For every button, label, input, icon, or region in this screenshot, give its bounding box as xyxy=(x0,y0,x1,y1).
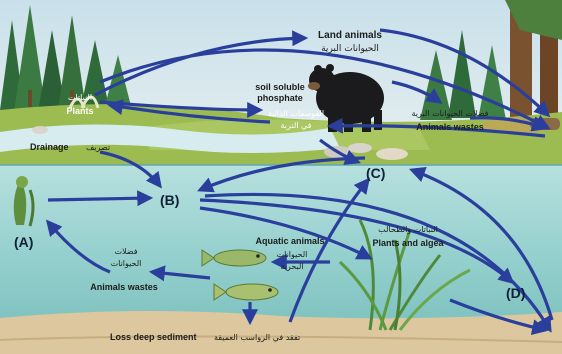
label-land-animals: Land animals xyxy=(318,30,382,41)
label-loss-sediment-ar: تفقد في الرواسب العميقة xyxy=(214,333,300,342)
label-aquatic-animals-ar-2: البحرية xyxy=(280,262,303,271)
label-aquatic-wastes-ar-1: فضلات xyxy=(114,247,137,256)
label-loss-sediment: Loss deep sediment xyxy=(110,332,197,342)
arrow-a-to-b xyxy=(48,198,150,200)
label-plants-algea-ar: النباتات والطحالب xyxy=(378,225,438,234)
node-a: (A) xyxy=(14,234,33,250)
label-land-animals-ar: الحيوانات البرية xyxy=(321,44,379,54)
node-c: (C) xyxy=(366,165,385,181)
node-d: (D) xyxy=(506,285,525,301)
label-aquatic-animals: Aquatic animals xyxy=(255,236,324,246)
label-aquatic-animals-ar-1: الحيوانات xyxy=(277,250,308,259)
label-plants: Plants xyxy=(66,106,93,116)
label-land-wastes: Animals wastes xyxy=(416,122,484,132)
label-soil-phosphate-2: phosphate xyxy=(257,93,303,103)
label-soil-phosphate-1: soil soluble xyxy=(255,82,305,92)
label-aquatic-wastes-ar-2: الحيوانات xyxy=(111,259,142,268)
node-b: (B) xyxy=(160,192,179,208)
label-plants-algea: Plants and algea xyxy=(372,238,444,248)
label-plants-ar: النباتات xyxy=(68,93,92,102)
label-soil-phosphate-ar-2: في التربة xyxy=(280,121,311,130)
label-drainage: Drainage xyxy=(30,142,69,152)
label-soil-phosphate-ar-1: الفوسفات الذائبة xyxy=(268,109,324,118)
label-drainage-ar: تصريف xyxy=(86,143,110,152)
label-aquatic-wastes: Animals wastes xyxy=(90,282,158,292)
label-land-wastes-ar: فضلات الحيوانات البرية xyxy=(412,109,489,118)
